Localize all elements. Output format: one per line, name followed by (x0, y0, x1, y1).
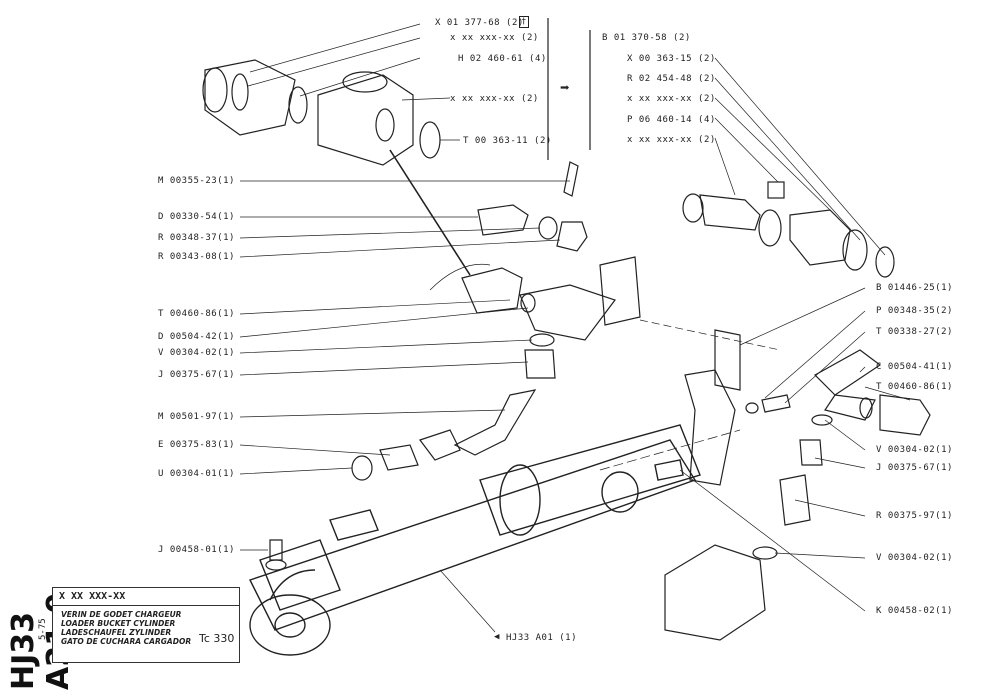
part-label: J 00458-01(1) (158, 545, 235, 555)
part-label: D 00330-54(1) (158, 212, 235, 222)
part-label: V 00304-02(1) (158, 348, 235, 358)
part-label: M 00355-23(1) (158, 176, 235, 186)
title-es: GATO DE CUCHARA CARGADOR (61, 637, 192, 646)
part-label: R 02 454-48 (2) (627, 74, 716, 84)
part-label: T 00460-86(1) (158, 309, 235, 319)
part-label: H 02 460-61 (4) (458, 54, 547, 64)
part-label: B 01 370-58 (2) (602, 33, 691, 43)
part-label: R 00343-08(1) (158, 252, 235, 262)
title-en: LOADER BUCKET CYLINDER (61, 619, 176, 628)
part-label: x xx xxx-xx (2) (450, 33, 539, 43)
part-label: T 00338-27(2) (876, 327, 953, 337)
title-ref: X XX XXX-XX (53, 588, 239, 606)
page-code: HJ33 A21.0 (6, 514, 76, 690)
part-label: E 00375-83(1) (158, 440, 235, 450)
left-parts (265, 161, 616, 571)
main-cylinder (249, 424, 741, 656)
part-label: M 00501-97(1) (158, 412, 235, 422)
title-de: LADESCHAUFEL ZYLINDER (61, 628, 172, 637)
part-label: X 00 363-15 (2) (627, 54, 716, 64)
part-label: U 00304-01(1) (158, 469, 235, 479)
part-label: T 00 363-11 (2) (463, 136, 552, 146)
part-label: R 00375-97(1) (876, 511, 953, 521)
part-label: K 00458-02(1) (876, 606, 953, 616)
part-label: V 00304-02(1) (876, 445, 953, 455)
part-label: T 00460-86(1) (876, 382, 953, 392)
part-label: J 00375-67(1) (876, 463, 953, 473)
part-label: C 00504-41(1) (876, 362, 953, 372)
part-label: D 00504-42(1) (158, 332, 235, 342)
page-date: 5-75 (38, 618, 48, 640)
dagger-icon: † (519, 16, 529, 28)
part-label: R 00348-37(1) (158, 233, 235, 243)
top-left-fittings (202, 59, 441, 166)
title-fr: VERIN DE GODET CHARGEUR (61, 610, 182, 619)
top-right-fittings (682, 181, 895, 278)
part-label: x xx xxx-xx (2) (450, 94, 539, 104)
part-label: P 00348-35(2) (876, 306, 953, 316)
model-label: Tc 330 (199, 632, 235, 645)
arrow-right-icon: ➡ (560, 78, 570, 97)
part-label: x xx xxx-xx (2) (627, 94, 716, 104)
part-label: x xx xxx-xx (2) (627, 135, 716, 145)
part-label: P 06 460-14 (4) (627, 115, 716, 125)
bottom-reference-label: HJ33 A01 (1) (506, 633, 578, 643)
part-label: B 01446-25(1) (876, 283, 953, 293)
reference-pointer-icon: ◀ (494, 632, 500, 642)
right-bracket (599, 256, 931, 641)
part-label: V 00304-02(1) (876, 553, 953, 563)
part-label: J 00375-67(1) (158, 370, 235, 380)
part-label: X 01 377-68 (2) (435, 18, 524, 28)
title-block: X XX XXX-XX VERIN DE GODET CHARGEUR LOAD… (52, 587, 240, 663)
